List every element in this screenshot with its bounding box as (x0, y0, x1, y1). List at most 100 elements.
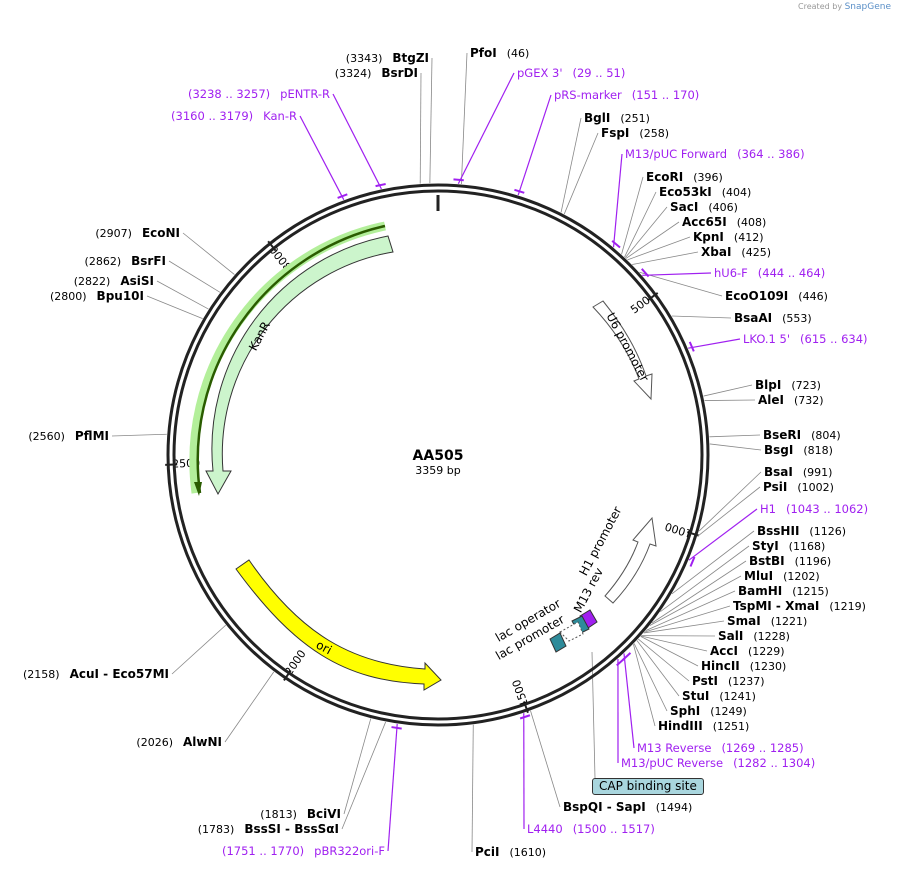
ori-label: ori (314, 638, 334, 658)
enzyme-pfoi-label[interactable]: PfoI(46) (470, 46, 529, 60)
site-position: (615 .. 634) (800, 332, 868, 346)
cap-site-feature[interactable] (549, 632, 567, 653)
primer-pentr-r-label[interactable]: (3238 .. 3257)pENTR-R (188, 87, 330, 101)
primer-prs-marker-leader (517, 94, 552, 196)
enzyme-bstbi-label[interactable]: BstBI(1196) (749, 554, 831, 568)
enzyme-bstbi-leader (651, 560, 747, 624)
site-name: EcoO109I (725, 289, 788, 303)
enzyme-ecoo109i-label[interactable]: EcoO109I(446) (725, 289, 828, 303)
enzyme-bspqi-sapi-leader (530, 710, 561, 808)
primer-pgex-3-label[interactable]: pGEX 3'(29 .. 51) (517, 66, 625, 80)
enzyme-bsssi-bsss-i-label[interactable]: (1783)BssSI - BssSαI (198, 822, 339, 836)
enzyme-mlui-leader (649, 575, 742, 626)
site-name: LKO.1 5' (743, 332, 790, 346)
enzyme-bgli-label[interactable]: BglI(251) (584, 111, 650, 125)
enzyme-alwni-label[interactable]: (2026)AlwNI (136, 735, 222, 749)
enzyme-xbai-label[interactable]: XbaI(425) (701, 245, 771, 259)
site-position: (46) (507, 47, 530, 60)
site-name: pRS-marker (554, 88, 622, 102)
u6-promoter-feature[interactable] (592, 300, 653, 401)
enzyme-acui-eco57mi-label[interactable]: (2158) AcuI - Eco57MI (23, 667, 169, 681)
enzyme-psti-label[interactable]: PstI(1237) (692, 674, 765, 688)
site-name: AlwNI (183, 735, 222, 749)
kanr-feature[interactable] (205, 235, 394, 496)
site-name: XbaI (701, 245, 731, 259)
enzyme-tspmi-xmai-label[interactable]: TspMI - XmaI(1219) (733, 599, 866, 613)
enzyme-bsai-leader (698, 471, 762, 532)
enzyme-pflmi-leader (111, 433, 167, 437)
enzyme-hindiii-leader (633, 644, 656, 727)
lac-promoter-feature[interactable] (559, 621, 584, 642)
enzyme-smai-label[interactable]: SmaI(1221) (727, 614, 807, 628)
enzyme-saci-label[interactable]: SacI(406) (670, 200, 738, 214)
site-position: (1783) (198, 823, 235, 836)
enzyme-bsshii-label[interactable]: BssHII(1126) (757, 524, 846, 538)
enzyme-pflmi-label[interactable]: (2560)PflMI (28, 429, 109, 443)
enzyme-hindiii-label[interactable]: HindIII(1251) (658, 719, 749, 733)
enzyme-bseri-label[interactable]: BseRI(804) (763, 428, 841, 442)
enzyme-asisi-label[interactable]: (2822)AsiSI (74, 274, 154, 288)
enzyme-bsai-label[interactable]: BsaI(991) (764, 465, 832, 479)
enzyme-hincii-label[interactable]: HincII(1230) (701, 659, 786, 673)
enzyme-kpni-label[interactable]: KpnI(412) (693, 230, 764, 244)
enzyme-bcivi-label[interactable]: (1813)BciVI (260, 807, 341, 821)
enzyme-stui-label[interactable]: StuI(1241) (682, 689, 756, 703)
site-position: (1221) (771, 615, 808, 628)
primer-kan-r-label[interactable]: (3160 .. 3179)Kan-R (171, 109, 297, 123)
site-position: (1269 .. 1285) (721, 741, 803, 755)
enzyme-mlui-label[interactable]: MluI(1202) (744, 569, 820, 583)
site-name: BsgI (764, 443, 793, 457)
enzyme-btgzi-label[interactable]: (3343)BtgZI (346, 51, 429, 65)
h1-promoter-feature[interactable] (604, 516, 657, 604)
enzyme-acci-label[interactable]: AccI(1229) (710, 644, 785, 658)
plasmid-size: 3359 bp (415, 464, 460, 477)
enzyme-econi-label[interactable]: (2907)EcoNI (95, 226, 180, 240)
site-name: Acc65I (682, 215, 727, 229)
enzyme-asisi-leader (156, 280, 209, 310)
site-position: (1219) (829, 600, 866, 613)
enzyme-bamhi-leader (645, 590, 736, 631)
enzyme-eco53ki-label[interactable]: Eco53kI(404) (659, 185, 751, 199)
enzyme-fspi-label[interactable]: FspI(258) (601, 126, 669, 140)
primer-hu6-f-mark (641, 268, 650, 278)
enzyme-psii-label[interactable]: PsiI(1002) (763, 480, 834, 494)
enzyme-bsrdi-label[interactable]: (3324)BsrDI (335, 66, 418, 80)
ori-feature[interactable] (235, 559, 442, 691)
primer-hu6-f-label[interactable]: hU6-F(444 .. 464) (714, 266, 825, 280)
site-position: (2158) (23, 668, 60, 681)
site-name: SacI (670, 200, 698, 214)
site-name: PsiI (763, 480, 787, 494)
enzyme-bspqi-sapi-label[interactable]: BspQI - SapI(1494) (563, 800, 692, 814)
enzyme-blpi-label[interactable]: BlpI(723) (755, 378, 821, 392)
enzyme-acc65i-label[interactable]: Acc65I(408) (682, 215, 766, 229)
site-position: (553) (782, 312, 812, 325)
primer-m13-puc-forward-label[interactable]: M13/pUC Forward(364 .. 386) (625, 147, 805, 161)
primer-prs-marker-label[interactable]: pRS-marker(151 .. 170) (554, 88, 699, 102)
enzyme-styi-label[interactable]: StyI(1168) (752, 539, 825, 553)
primer-m13-puc-reverse-label[interactable]: M13/pUC Reverse(1282 .. 1304) (621, 756, 815, 770)
enzyme-bpu10i-label[interactable]: (2800)Bpu10I (50, 289, 144, 303)
enzyme-bsgi-label[interactable]: BsgI(818) (764, 443, 833, 457)
site-name: AcuI - Eco57MI (70, 667, 169, 681)
enzyme-pcii-label[interactable]: PciI(1610) (475, 845, 546, 859)
enzyme-ecori-label[interactable]: EcoRI(396) (646, 170, 723, 184)
primer-pbr322ori-f-label[interactable]: (1751 .. 1770)pBR322ori-F (222, 844, 385, 858)
enzyme-bsrfi-label[interactable]: (2862)BsrFI (85, 254, 166, 268)
primer-pgex-3-leader (457, 72, 515, 185)
enzyme-sphi-label[interactable]: SphI(1249) (670, 704, 747, 718)
primer-lko-1-5-label[interactable]: LKO.1 5' (615 .. 634) (743, 332, 868, 346)
enzyme-kpni-leader (627, 236, 691, 261)
enzyme-bamhi-label[interactable]: BamHI(1215) (738, 584, 829, 598)
primer-m13-puc-forward-mark (611, 240, 621, 249)
primer-m13-reverse-label[interactable]: M13 Reverse(1269 .. 1285) (637, 741, 804, 755)
site-name: FspI (601, 126, 629, 140)
site-position: (404) (722, 186, 752, 199)
enzyme-fspi-leader (563, 132, 599, 215)
enzyme-bsaai-label[interactable]: BsaAI(553) (734, 311, 812, 325)
primer-h1-label[interactable]: H1(1043 .. 1062) (760, 502, 868, 516)
enzyme-alei-label[interactable]: AleI(732) (758, 393, 824, 407)
enzyme-sali-label[interactable]: SalI(1228) (718, 629, 790, 643)
primer-l4440-label[interactable]: L4440(1500 .. 1517) (527, 822, 655, 836)
cap-binding-site-leader (591, 651, 596, 779)
